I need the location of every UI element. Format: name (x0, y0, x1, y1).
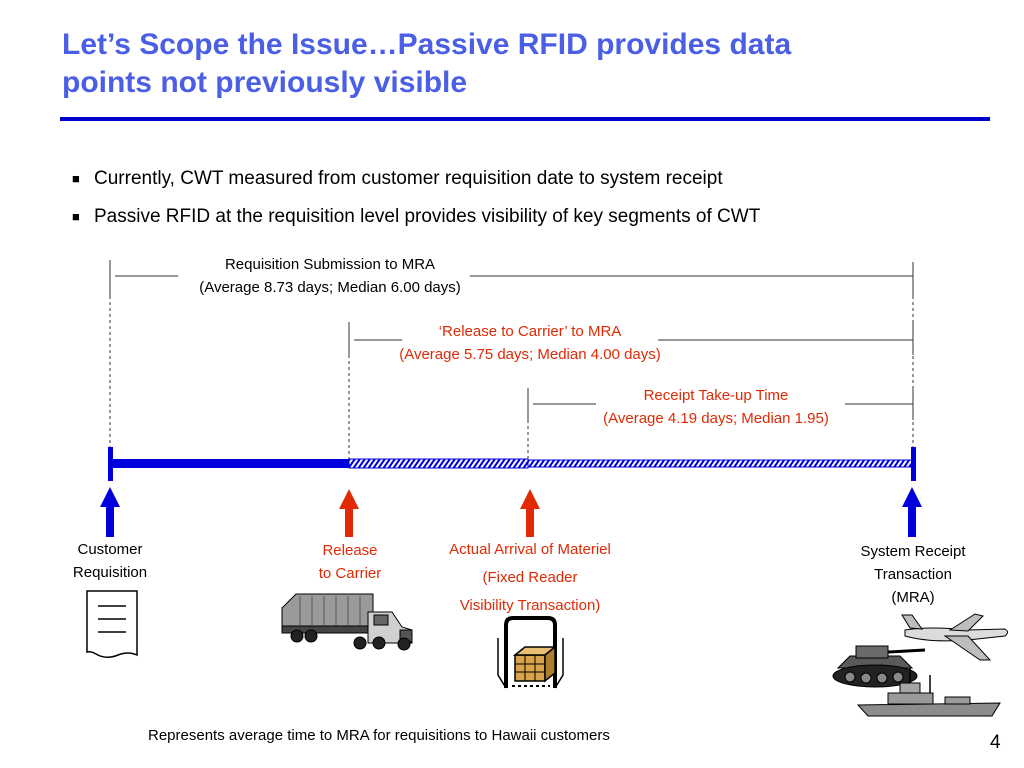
milestone-release-to-carrier: Release to Carrier (318, 542, 382, 582)
timeline-bar (108, 447, 916, 481)
timeline-segment-hatched-light (527, 459, 914, 468)
span-label-release-to-mra: ‘Release to Carrier’ to MRA (Average 5.7… (380, 320, 680, 366)
document-icon (86, 590, 138, 658)
span-label-stats: (Average 5.75 days; Median 4.00 days) (399, 346, 661, 363)
airplane-icon (901, 613, 1008, 661)
span-bracket-receipt-takeup (527, 388, 914, 420)
bullet-list: ■Currently, CWT measured from customer r… (72, 160, 972, 236)
milestone-actual-arrival: Actual Arrival of Materiel (Fixed Reader… (449, 541, 611, 614)
title-underline (60, 117, 990, 121)
timeline-segment-solid (111, 459, 349, 468)
span-label-stats: (Average 4.19 days; Median 1.95) (603, 410, 829, 427)
bullet-item: ■Currently, CWT measured from customer r… (72, 160, 972, 198)
ship-icon (856, 668, 1001, 717)
span-label-title: Receipt Take-up Time (643, 387, 789, 404)
title-line-2: points not previously visible (62, 66, 468, 99)
military-vehicles-icon (832, 613, 1008, 717)
arrow-up-icon (520, 489, 540, 537)
arrow-up-icon (339, 489, 359, 537)
span-bracket-requisition-to-mra (109, 260, 914, 296)
bullet-marker-icon: ■ (72, 209, 80, 224)
span-label-title: ‘Release to Carrier’ to MRA (438, 323, 622, 340)
timeline-end-cap-left (108, 447, 113, 481)
rfid-portal-icon (497, 616, 564, 689)
title-line-1: Let’s Scope the Issue…Passive RFID provi… (62, 28, 792, 61)
milestone-system-receipt: System Receipt Transaction (MRA) (860, 543, 966, 606)
tank-icon (832, 645, 926, 688)
span-label-requisition-to-mra: Requisition Submission to MRA (Average 8… (180, 253, 480, 299)
page-number: 4 (990, 732, 1001, 753)
arrow-up-icon (902, 487, 922, 537)
timeline-segment-hatched-dense (348, 458, 529, 469)
footer-note: Represents average time to MRA for requi… (148, 727, 610, 744)
span-label-title: Requisition Submission to MRA (224, 256, 436, 273)
span-label-stats: (Average 8.73 days; Median 6.00 days) (199, 279, 461, 296)
arrow-up-icon (100, 487, 120, 537)
timeline-end-cap-right (911, 447, 916, 481)
slide-title: Let’s Scope the Issue…Passive RFID provi… (62, 26, 962, 102)
milestone-customer-requisition: Customer Requisition (72, 541, 148, 581)
bullet-item: ■Passive RFID at the requisition level p… (72, 198, 972, 236)
truck-icon (281, 593, 413, 651)
span-label-receipt-takeup: Receipt Take-up Time (Average 4.19 days;… (566, 384, 866, 430)
bullet-marker-icon: ■ (72, 171, 80, 186)
span-bracket-release-to-mra (348, 322, 914, 355)
